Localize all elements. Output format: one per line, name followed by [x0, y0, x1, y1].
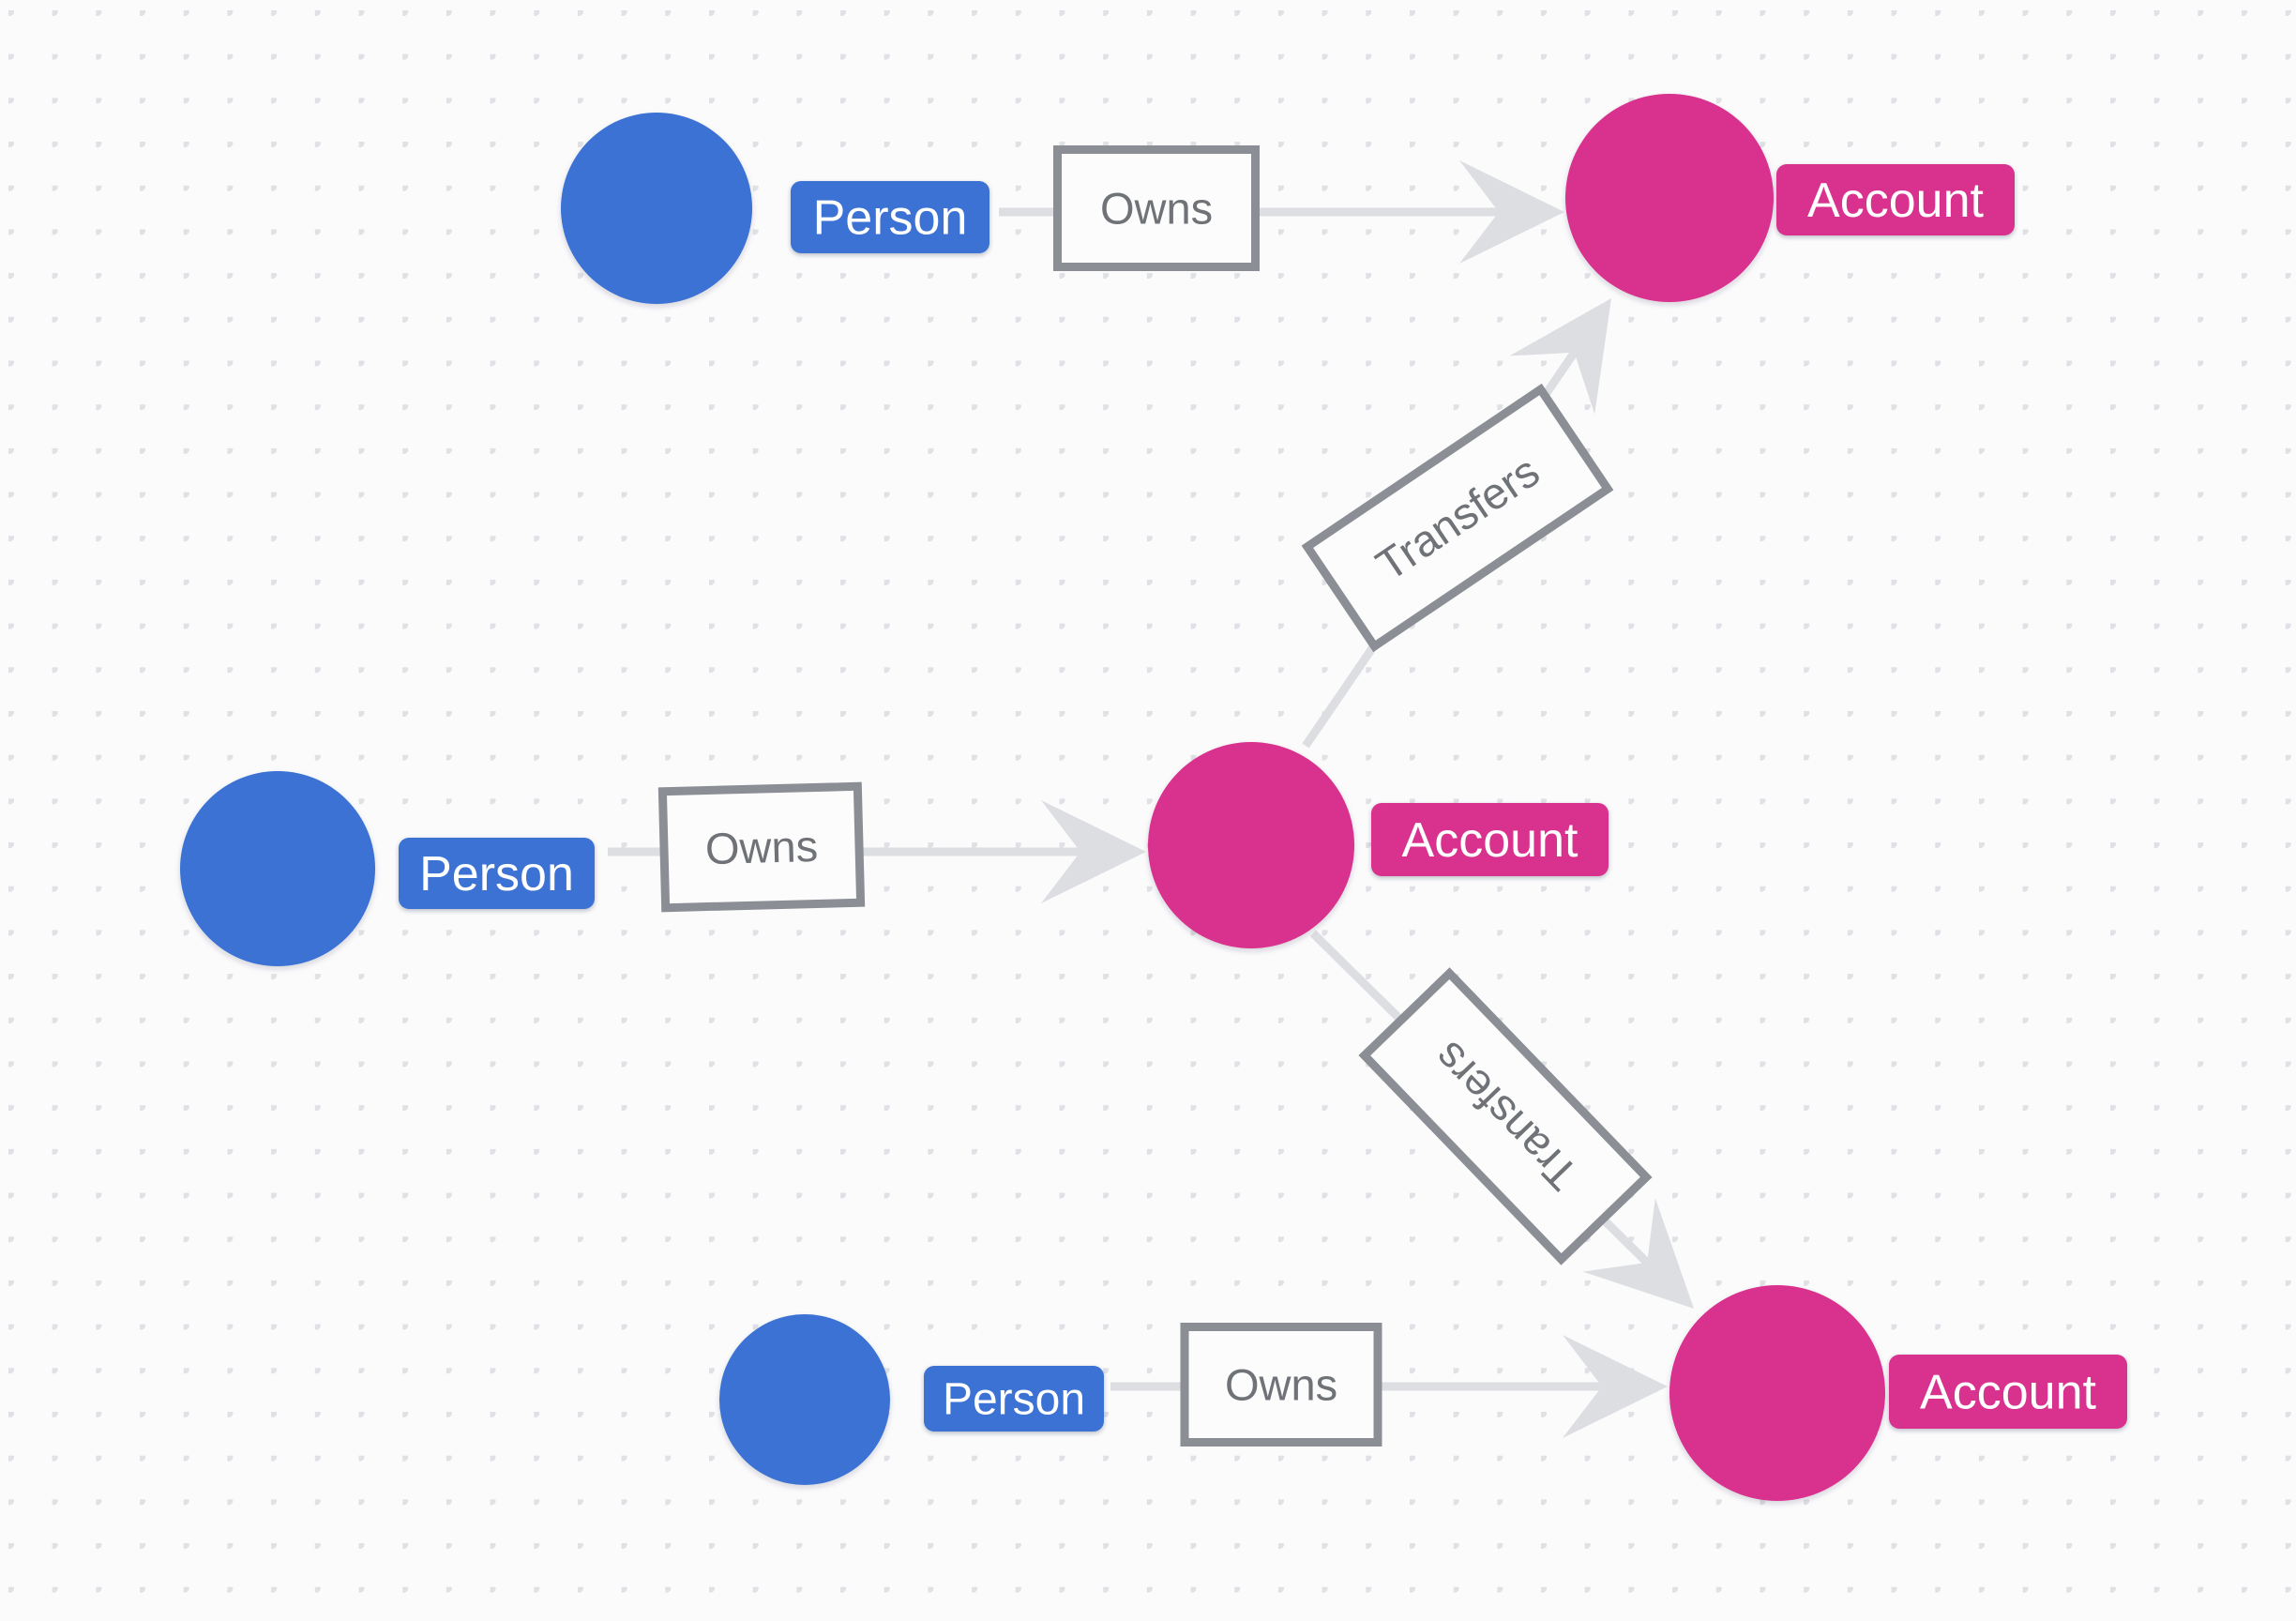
node-label-text: Person	[419, 847, 574, 901]
node-label-text: Account	[1402, 813, 1578, 868]
edge-arrowhead	[1041, 800, 1146, 903]
node-label-chip[interactable]: Person	[924, 1366, 1104, 1432]
relationship-box	[1180, 1323, 1382, 1447]
node-label-bg	[399, 838, 595, 909]
graph-node-account[interactable]	[1565, 94, 1774, 302]
relationship-label[interactable]: Owns	[657, 781, 866, 913]
relationship-label[interactable]: Transfers	[1358, 967, 1653, 1265]
node-label-bg	[791, 181, 989, 253]
node-label-bg	[924, 1366, 1104, 1432]
relationship-label[interactable]: Owns	[1053, 145, 1260, 271]
node-label-chip[interactable]: Account	[1889, 1355, 2127, 1429]
edge-arrowhead	[1459, 160, 1564, 264]
graph-node-person[interactable]	[561, 113, 752, 304]
node-label-text: Account	[1920, 1366, 2096, 1420]
node-label-text: Account	[1807, 174, 1984, 228]
relationship-box	[657, 781, 866, 913]
node-label-chip[interactable]: Account	[1776, 164, 2015, 235]
graph-node-person[interactable]	[719, 1314, 890, 1485]
edge-arrowhead	[1563, 1335, 1668, 1438]
node-label-bg	[1776, 164, 2015, 235]
relationship-label-text: Owns	[1225, 1360, 1337, 1410]
graph-node-person[interactable]	[180, 771, 375, 966]
relationship-label-text: Owns	[704, 821, 818, 873]
nodes-layer	[180, 94, 1885, 1501]
edge-arrowhead	[1509, 298, 1611, 415]
node-label-text: Person	[813, 191, 968, 246]
node-label-bg	[1371, 803, 1609, 876]
node-label-chip[interactable]: Account	[1371, 803, 1609, 876]
node-label-bg	[1889, 1355, 2127, 1429]
node-label-chip[interactable]: Person	[399, 838, 595, 909]
graph-node-account[interactable]	[1669, 1285, 1885, 1501]
relationship-label[interactable]: Transfers	[1301, 383, 1614, 653]
relationship-box	[1358, 967, 1653, 1265]
node-label-text: Person	[943, 1375, 1085, 1425]
relationship-box	[1301, 383, 1614, 653]
edge-arrowhead	[1582, 1198, 1694, 1309]
relationship-box	[1053, 145, 1260, 271]
relationship-label-text: Owns	[1100, 184, 1213, 234]
graph-node-account[interactable]	[1148, 742, 1354, 948]
relationship-label[interactable]: Owns	[1180, 1323, 1382, 1447]
node-label-chip[interactable]: Person	[791, 181, 989, 253]
